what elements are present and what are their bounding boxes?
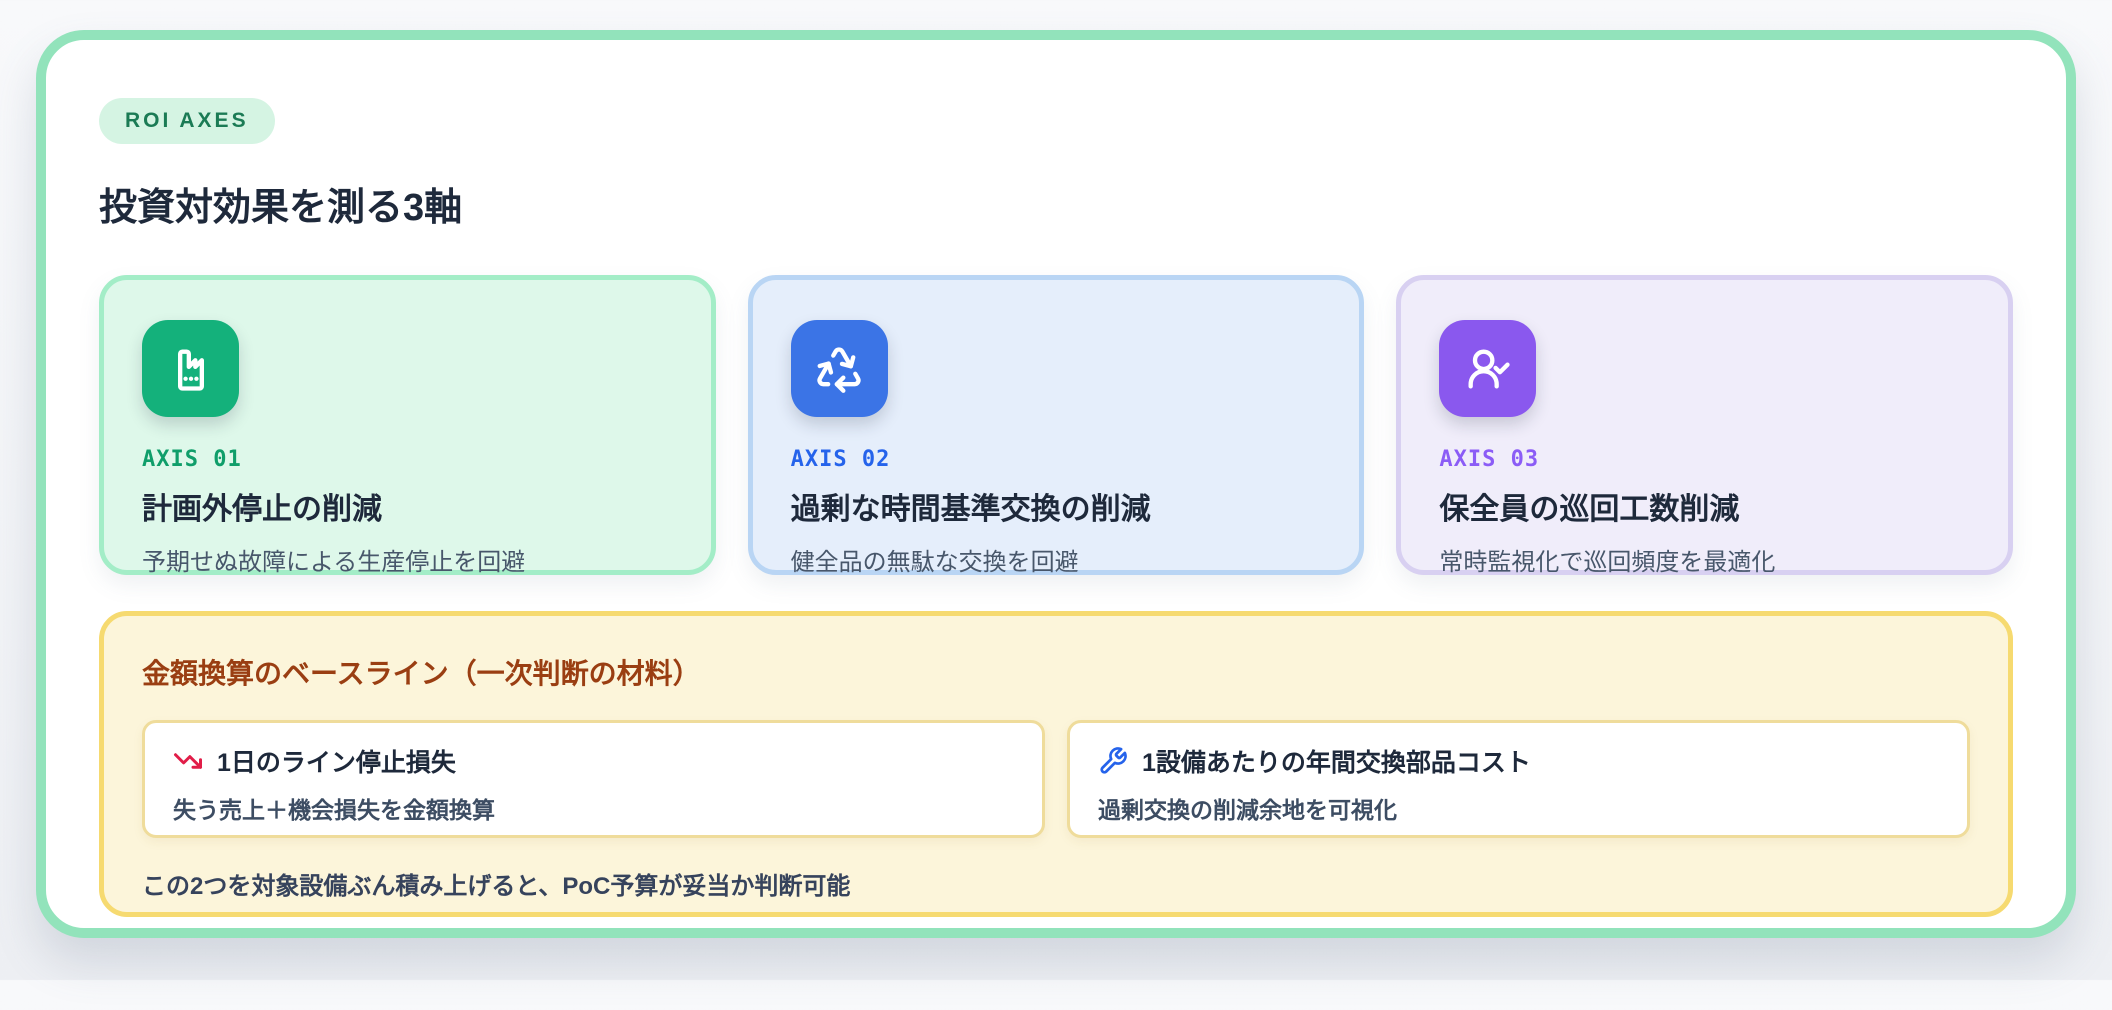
roi-axes-badge: ROI AXES xyxy=(99,98,275,144)
baseline-card-head: 1設備あたりの年間交換部品コスト xyxy=(1098,743,1939,779)
axis-subtitle: 常時監視化で巡回頻度を最適化 xyxy=(1439,549,1776,576)
axis-label: AXIS 02 xyxy=(790,447,891,472)
axis-title: 計画外停止の削減 xyxy=(142,493,382,526)
wrench-icon xyxy=(1100,747,1127,774)
recycle-icon xyxy=(790,320,888,417)
axis-title: 過剰な時間基準交換の削減 xyxy=(790,493,1151,526)
axis-label: AXIS 01 xyxy=(142,447,242,472)
axes-row: AXIS 01 計画外停止の削減 予期せぬ故障による生産停止を回避 AXIS 0… xyxy=(99,275,2014,576)
axis-card-unplanned-stop: AXIS 01 計画外停止の削減 予期せぬ故障による生産停止を回避 xyxy=(99,275,716,576)
baseline-row: 1日のライン停止損失 失う売上＋機会損失を金額換算 1設備あたりの年間交換部品コ… xyxy=(142,720,1970,838)
baseline-card-subtitle: 失う売上＋機会損失を金額換算 xyxy=(173,797,495,823)
axis-card-patrol-manhours: AXIS 03 保全員の巡回工数削減 常時監視化で巡回頻度を最適化 xyxy=(1396,275,2014,576)
axis-subtitle: 予期せぬ故障による生産停止を回避 xyxy=(142,549,526,576)
axis-card-time-based-replacement: AXIS 02 過剰な時間基準交換の削減 健全品の無駄な交換を回避 xyxy=(747,275,1365,576)
axis-subtitle: 健全品の無駄な交換を回避 xyxy=(790,549,1079,576)
baseline-card-subtitle: 過剰交換の削減余地を可視化 xyxy=(1098,797,1397,823)
trending-down-icon xyxy=(174,753,202,769)
baseline-panel: 金額換算のベースライン（一次判断の材料） 1日のライン停止損失 失う売上＋機会損… xyxy=(99,611,2013,917)
baseline-card-parts-cost: 1設備あたりの年間交換部品コスト 過剰交換の削減余地を可視化 xyxy=(1067,720,1970,838)
axis-label: AXIS 03 xyxy=(1439,447,1540,472)
baseline-note: この2つを対象設備ぶん積み上げると、PoC予算が妥当か判断可能 xyxy=(142,873,851,900)
page-title: 投資対効果を測る3軸 xyxy=(99,187,463,229)
baseline-title: 金額換算のベースライン（一次判断の材料） xyxy=(142,658,701,689)
slide-frame: ROI AXES 投資対効果を測る3軸 AXIS 01 計画外停止の削減 予期せ… xyxy=(36,30,2076,938)
baseline-card-line-stop-loss: 1日のライン停止損失 失う売上＋機会損失を金額換算 xyxy=(142,720,1045,838)
baseline-card-title: 1設備あたりの年間交換部品コスト xyxy=(1142,749,1531,777)
user-check-icon xyxy=(1439,320,1537,417)
axis-title: 保全員の巡回工数削減 xyxy=(1439,493,1740,526)
baseline-card-head: 1日のライン停止損失 xyxy=(173,743,1014,779)
factory-icon xyxy=(142,320,239,417)
baseline-card-title: 1日のライン停止損失 xyxy=(217,749,456,777)
